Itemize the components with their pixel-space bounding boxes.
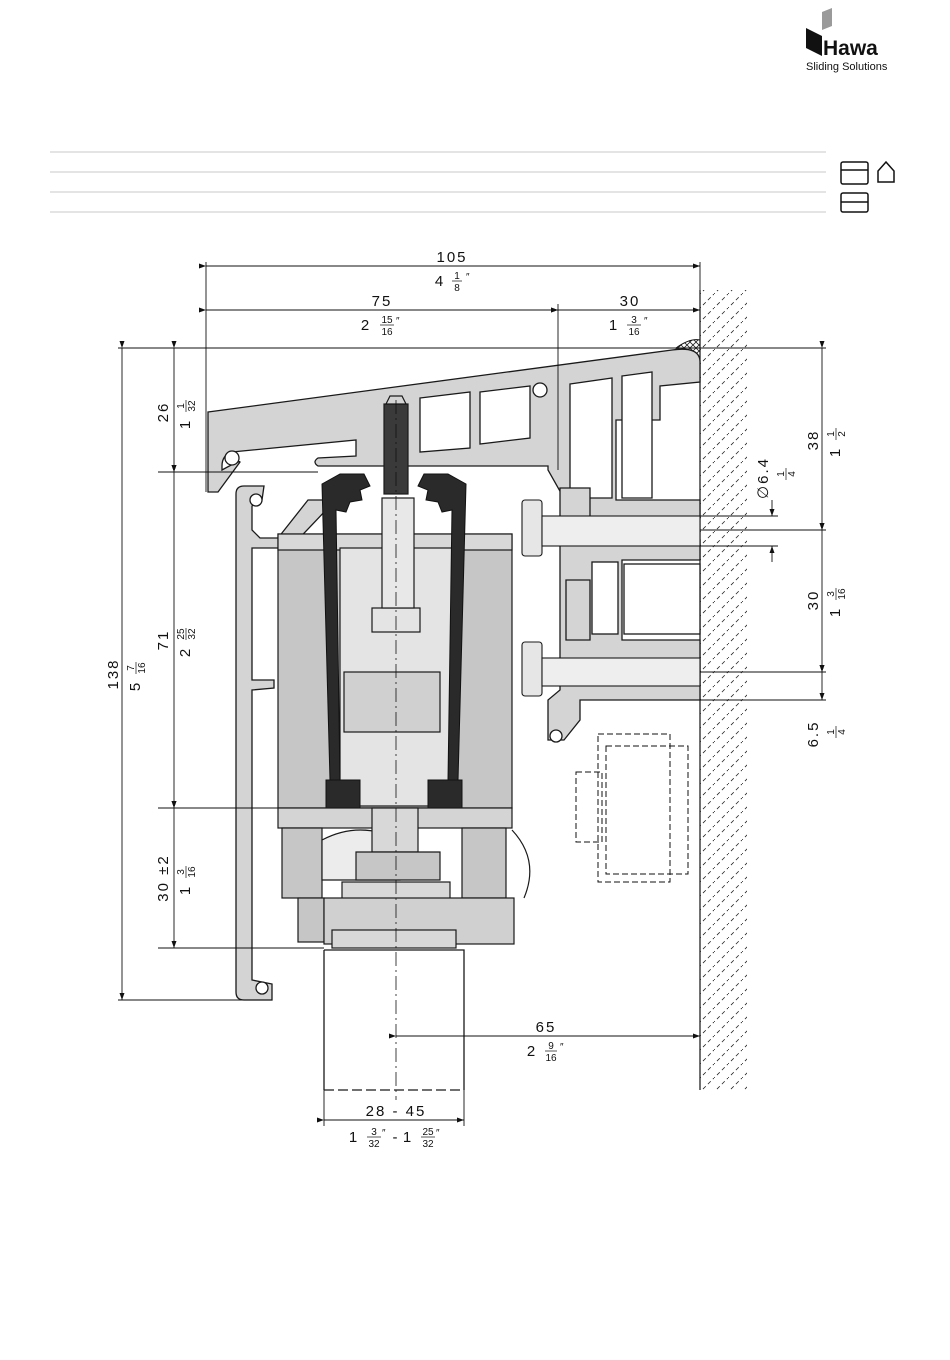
dim-wall-bottom: 6.5 1 4 xyxy=(805,721,848,748)
logo-mark-dark xyxy=(806,28,822,56)
svg-text:4: 4 xyxy=(787,471,798,477)
svg-text:8: 8 xyxy=(454,283,460,294)
svg-text:3: 3 xyxy=(371,1127,377,1138)
svg-text:6.5: 6.5 xyxy=(805,721,822,748)
svg-text:26: 26 xyxy=(155,402,172,423)
svg-text:1: 1 xyxy=(776,471,787,477)
svg-text:2: 2 xyxy=(837,431,848,437)
svg-text:9: 9 xyxy=(548,1041,554,1052)
svg-text:25: 25 xyxy=(422,1127,434,1138)
svg-text:32: 32 xyxy=(187,400,198,412)
svg-text:1: 1 xyxy=(177,419,194,429)
ceiling-mount-icon xyxy=(841,162,868,184)
dim-left-width: 75 2 15 16 ″ xyxy=(361,293,400,338)
dim-overall-width: 105 4 1 8 ″ xyxy=(435,249,470,294)
svg-text:″: ″ xyxy=(466,272,470,283)
header-rules xyxy=(50,152,826,212)
svg-text:1: 1 xyxy=(827,607,844,617)
svg-text:32: 32 xyxy=(368,1139,380,1150)
svg-text:16: 16 xyxy=(137,662,148,674)
svg-text:-: - xyxy=(393,1129,400,1146)
logo-brand: Hawa xyxy=(823,37,878,60)
svg-text:1: 1 xyxy=(349,1129,359,1146)
svg-text:3: 3 xyxy=(826,591,837,597)
svg-text:7: 7 xyxy=(126,665,137,671)
svg-text:5: 5 xyxy=(127,681,144,691)
wall-mount-icon xyxy=(841,193,868,212)
svg-text:25: 25 xyxy=(176,628,187,640)
wall-section xyxy=(700,290,747,1090)
svg-text:∅6.4: ∅6.4 xyxy=(755,457,772,499)
svg-text:30: 30 xyxy=(805,590,822,611)
svg-text:″: ″ xyxy=(560,1042,564,1053)
svg-text:3: 3 xyxy=(631,315,637,326)
svg-text:1: 1 xyxy=(609,317,619,334)
svg-text:1: 1 xyxy=(177,885,194,895)
logo-tagline: Sliding Solutions xyxy=(806,61,888,73)
svg-text:30: 30 xyxy=(620,293,641,310)
dim-door-thickness: 28 - 45 1 3 32 ″ - 1 25 32 ″ xyxy=(349,1103,440,1150)
dim-wall-top: 38 1 1 2 xyxy=(805,428,848,457)
dim-top-height: 26 1 1 32 xyxy=(155,400,198,429)
svg-text:1: 1 xyxy=(454,271,460,282)
svg-text:38: 38 xyxy=(805,430,822,451)
svg-text:16: 16 xyxy=(545,1053,557,1064)
dim-hole-spacing: 30 1 3 16 xyxy=(805,588,848,617)
hawa-logo: Hawa Sliding Solutions xyxy=(806,8,888,73)
svg-text:1: 1 xyxy=(826,431,837,437)
accessory-outline xyxy=(576,734,688,882)
svg-text:″: ″ xyxy=(382,1128,386,1139)
svg-text:16: 16 xyxy=(381,327,393,338)
svg-text:1: 1 xyxy=(827,447,844,457)
svg-text:138: 138 xyxy=(105,658,122,689)
svg-text:30 ±2: 30 ±2 xyxy=(155,854,172,901)
svg-text:″: ″ xyxy=(644,316,648,327)
svg-text:32: 32 xyxy=(187,628,198,640)
svg-text:3: 3 xyxy=(176,869,187,875)
svg-text:32: 32 xyxy=(422,1139,434,1150)
svg-text:2: 2 xyxy=(177,647,194,657)
svg-text:1: 1 xyxy=(176,403,187,409)
svg-text:65: 65 xyxy=(536,1019,557,1036)
dim-bottom-height: 30 ±2 1 3 16 xyxy=(155,854,198,901)
svg-text:2: 2 xyxy=(527,1043,537,1060)
lower-carriage xyxy=(278,808,530,948)
svg-text:4: 4 xyxy=(837,729,848,735)
dim-total-height: 138 5 7 16 xyxy=(105,658,148,691)
door-leaf xyxy=(324,950,464,1090)
svg-text:28 - 45: 28 - 45 xyxy=(366,1103,427,1120)
logo-mark xyxy=(822,8,832,30)
svg-text:″: ″ xyxy=(436,1128,440,1139)
svg-text:16: 16 xyxy=(628,327,640,338)
svg-text:″: ″ xyxy=(396,316,400,327)
svg-text:71: 71 xyxy=(155,630,172,651)
dim-door-offset: 65 2 9 16 ″ xyxy=(527,1019,564,1064)
svg-text:105: 105 xyxy=(436,249,467,266)
svg-text:15: 15 xyxy=(381,315,393,326)
svg-text:16: 16 xyxy=(187,866,198,878)
svg-text:1: 1 xyxy=(403,1129,413,1146)
svg-text:1: 1 xyxy=(826,729,837,735)
dim-hole-diameter: ∅6.4 1 4 xyxy=(755,457,798,499)
house-icon xyxy=(878,162,894,182)
svg-text:4: 4 xyxy=(435,273,445,290)
dim-middle-height: 71 2 25 32 xyxy=(155,628,198,657)
svg-text:16: 16 xyxy=(837,588,848,600)
dim-right-width: 30 1 3 16 ″ xyxy=(609,293,648,338)
svg-text:75: 75 xyxy=(372,293,393,310)
svg-text:2: 2 xyxy=(361,317,371,334)
